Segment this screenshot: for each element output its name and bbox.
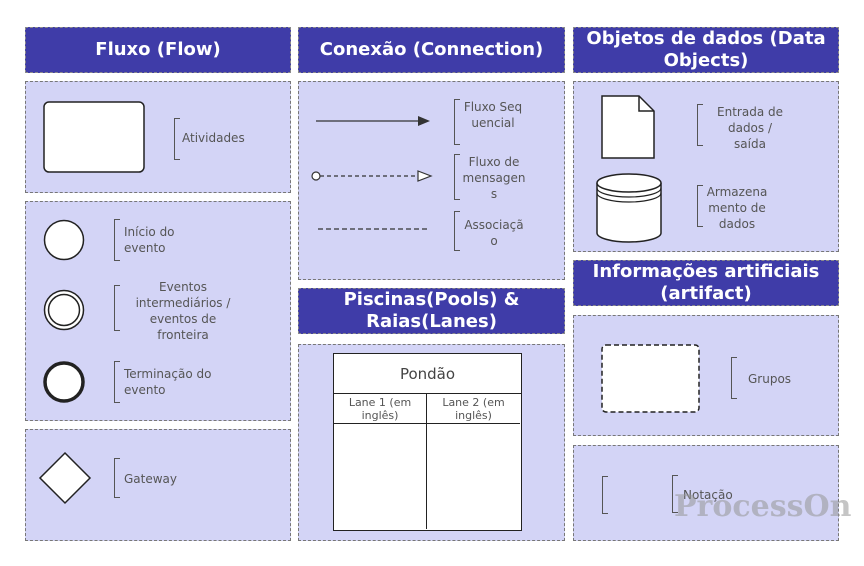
intermediate-event-circle[interactable] (43, 289, 85, 331)
header-pools: Piscinas(Pools) & Raias(Lanes) (298, 288, 565, 334)
lane-2-label: Lane 2 (em inglês) (442, 395, 505, 422)
lane-1-header: Lane 1 (em inglês) (334, 394, 426, 424)
label-association: Associação (464, 218, 524, 248)
bracket-association (454, 211, 460, 251)
lane-2[interactable]: Lane 2 (em inglês) (427, 394, 520, 529)
header-data-objects-text: Objetos de dados (Data Objects) (586, 28, 826, 71)
bracket-gateway (114, 458, 120, 498)
bracket-data-io (697, 104, 703, 146)
pool-shape[interactable]: Pondão Lane 1 (em inglês) Lane 2 (em ing… (333, 353, 522, 531)
gateway-diamond[interactable] (38, 451, 92, 505)
message-flow-arrow[interactable] (310, 169, 434, 183)
header-artifacts-text: Informações artificiais (artifact) (592, 261, 820, 304)
bracket-intermediate-events (114, 285, 120, 331)
pool-title: Pondão (399, 364, 456, 383)
bracket-annotation (672, 475, 678, 513)
group-shape[interactable] (601, 344, 700, 413)
label-message-flow: Fluxo de mensagens (462, 155, 526, 201)
bracket-message-flow (454, 154, 460, 200)
lane-1[interactable]: Lane 1 (em inglês) (334, 394, 427, 529)
label-activities: Atividades (182, 131, 245, 145)
panel-connection (298, 81, 565, 280)
bracket-sequence-flow (454, 99, 460, 145)
header-flow: Fluxo (Flow) (25, 27, 291, 73)
label-annotation: Notação (683, 488, 733, 502)
data-object-document-icon[interactable] (601, 95, 655, 159)
watermark-logo: ProcessOn (674, 489, 852, 524)
label-data-io: Entrada de dados / saída (717, 105, 783, 151)
header-connection-text: Conexão (Connection) (319, 39, 544, 60)
data-store-cylinder-icon[interactable] (596, 173, 662, 243)
bracket-start-event (114, 219, 120, 261)
label-groups: Grupos (748, 372, 792, 386)
annotation-shape[interactable] (602, 476, 608, 514)
bracket-end-event (114, 361, 120, 403)
bracket-groups (731, 357, 737, 399)
lane-1-label: Lane 1 (em inglês) (348, 395, 412, 422)
header-artifacts: Informações artificiais (artifact) (573, 260, 839, 306)
bracket-data-store (697, 185, 703, 227)
panel-annotation (573, 445, 839, 541)
label-sequence-flow: Fluxo Sequencial (463, 100, 523, 130)
label-start-event: Início do evento (124, 225, 175, 255)
header-data-objects: Objetos de dados (Data Objects) (573, 27, 839, 73)
end-event-circle[interactable] (43, 361, 85, 403)
label-intermediate-events: Eventos intermediários / eventos de fron… (135, 280, 231, 342)
start-event-circle[interactable] (43, 219, 85, 261)
activity-shape[interactable] (43, 101, 145, 173)
header-flow-text: Fluxo (Flow) (95, 39, 221, 60)
sequence-flow-arrow[interactable] (316, 114, 432, 128)
lane-2-header: Lane 2 (em inglês) (427, 394, 520, 424)
bracket-activities (174, 118, 180, 160)
pool-title-bar: Pondão (334, 354, 521, 394)
label-gateway: Gateway (124, 472, 178, 486)
header-connection: Conexão (Connection) (298, 27, 565, 73)
label-end-event: Terminação do evento (124, 367, 212, 397)
label-data-store: Armazenamento de dados (706, 185, 768, 231)
association-line[interactable] (318, 226, 430, 232)
header-pools-text: Piscinas(Pools) & Raias(Lanes) (343, 289, 520, 332)
